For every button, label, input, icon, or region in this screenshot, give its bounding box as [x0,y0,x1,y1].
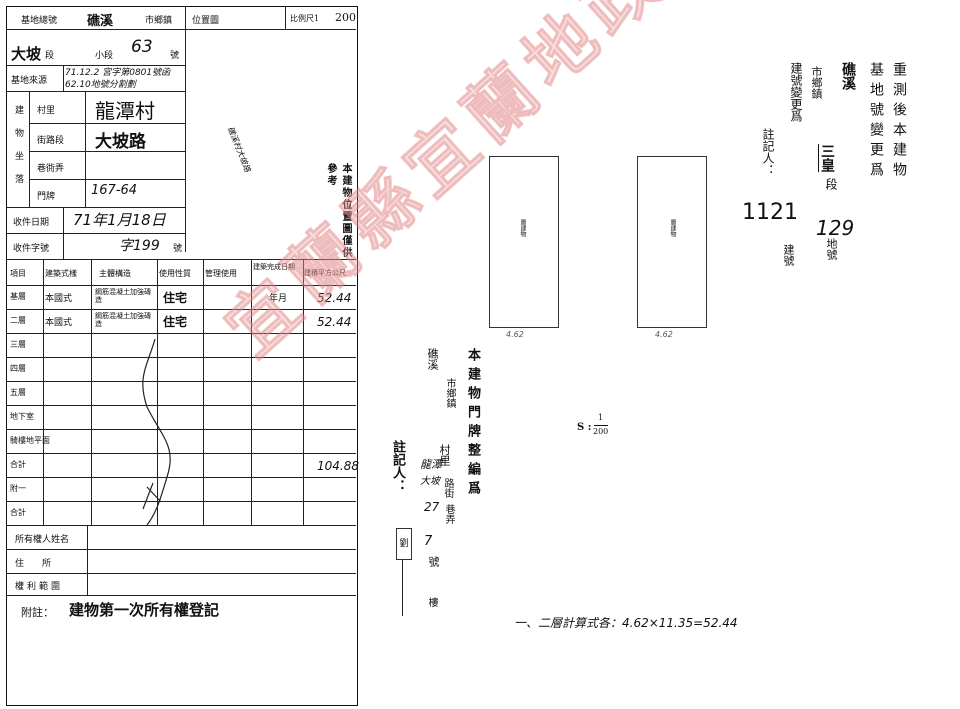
village-value: 龍潭村 [95,99,155,123]
location-map-sketch-note: 礁溪村大坡路 [225,125,253,174]
notice-parcel-suffix: 地號 [825,238,838,260]
row-label: 五層 [10,388,26,397]
section-suffix: 段 [45,51,55,61]
notice-town-suffix: 市鄉鎮 [810,66,823,99]
notice-top-col-2: 基地號變更爲 [868,62,884,182]
door-village-suffix: 村里 [438,444,451,466]
table-freehand-strokes [142,338,171,526]
location-map-reference-stamp: 本建物位置圖僅供參考 [325,163,351,259]
receipt-no-suffix: 號 [173,244,183,254]
row-structure: 鋼筋混凝土加強磚造 [95,288,151,304]
door-floor-suffix: 樓 [426,597,437,607]
receipt-date-label: 收件日期 [13,218,50,228]
row-style: 本國式 [45,294,73,304]
col-header-use: 使用性質 [159,269,191,278]
subsection-label: 小段 [95,51,114,61]
notice-town: 礁溪 [840,62,856,90]
base-no-label: 基地總號 [21,16,58,26]
door-annotator: 註記人： [390,440,405,492]
street-label: 街路段 [37,136,65,146]
door-village: 龍潭 [420,458,442,471]
notice-section: 三皇 [819,144,835,172]
door-value: 167-64 [91,183,138,198]
door-town-suffix: 市鄉鎮 [444,378,455,408]
building-outline-1-label: 層建物 [519,219,526,237]
row-label: 四層 [10,364,26,373]
row-label: 三層 [10,340,26,349]
door-annotator-stamp: 劉 [396,528,412,560]
street-value: 大坡路 [95,132,146,152]
rights-label: 權利範圍 [15,582,64,592]
row-date: 年月 [269,294,288,304]
town-name: 礁溪 [87,14,114,29]
area-calculation-note: 一、二層計算式各：4.62×11.35=52.44 [514,616,738,630]
section-number: 63 [131,37,153,57]
notice-build-label: 建號變更爲 [789,62,803,122]
town-label: 市鄉鎮 [145,16,173,26]
door-no: 7 [424,534,433,549]
owner-name-label: 所有權人姓名 [15,535,70,545]
section-name: 大坡 [11,45,42,63]
building-outline-1: 層建物 [489,156,559,328]
col-header-structure: 主體構造 [99,269,131,278]
row-area: 52.44 [317,315,352,329]
receipt-date-value: 71年1月18日 [73,211,166,229]
row-label: 騎樓地平面 [10,436,50,445]
scale-value: 200 [335,11,356,24]
col-header-item: 項目 [10,269,26,278]
door-notice-title: 本建物門牌整編爲 [465,348,480,500]
door-street-suffix: 路街 [442,478,453,498]
residence-label: 住所 [15,559,70,569]
base-source-note-2: 62.10地號分割劃 [65,80,136,90]
row-area: 52.44 [317,291,352,305]
col-header-area: 建積平方公尺 [304,269,346,277]
village-label: 村里 [37,106,56,116]
remarks-label: 附註： [21,606,54,619]
alley-label: 巷衖弄 [37,164,65,174]
col-header-management: 管理使用 [205,269,237,278]
base-source-label: 基地來源 [11,76,48,86]
notice-section-suffix: 段 [824,178,838,190]
drawing-scale-denominator: 200 [593,427,609,436]
door-alley: 27 [424,500,440,514]
notice-top-col-1: 重測後本建物 [891,62,907,182]
row-label: 附一 [10,484,26,493]
building-outline-2-label: 層建物 [669,219,676,237]
drawing-scale-numerator: 1 [598,413,604,422]
building-survey-form: 基地總號 礁溪 市鄉鎮 位置圖 比例尺1 200 大坡 段 小段 63 號 基地… [6,6,359,706]
remarks-value: 建物第一次所有權登記 [69,601,220,619]
row-area: 104.88 [317,459,359,473]
receipt-no-value: 字199 [119,238,160,254]
row-style: 本國式 [45,318,73,328]
door-town: 礁溪 [426,348,439,370]
row-structure: 鋼筋混凝土加強磚造 [95,312,151,328]
col-header-style: 建築式樣 [45,269,77,278]
section-number-suffix: 號 [170,51,180,61]
notice-annotator: 註記人： [761,128,775,176]
scale-label: 比例尺1 [290,14,320,23]
row-label: 地下室 [10,412,34,421]
row-label: 二層 [10,316,26,325]
dimension-2: 4.62 [655,330,673,339]
row-label: 合計 [10,460,26,469]
building-outline-2: 層建物 [637,156,707,328]
row-label: 合計 [10,508,26,517]
row-label: 基層 [10,292,26,301]
notice-build-no: 1121 [742,200,798,225]
receipt-no-label: 收件字號 [13,244,50,254]
building-location-side-label: 建物坐落 [13,105,23,197]
col-header-completion-date: 建築完成日期 [253,263,295,271]
door-street: 大坡 [420,476,440,487]
dimension-1: 4.62 [506,330,524,339]
door-alley-suffix: 巷弄 [443,504,454,524]
door-no-suffix: 號 [427,556,440,567]
drawing-scale-label: S : [577,422,592,433]
base-source-note-1: 71.12.2 宮字第0801號函 [65,68,171,78]
row-use: 住宅 [163,315,188,329]
notice-parcel: 129 [816,216,855,240]
location-map-label: 位置圖 [192,16,220,26]
notice-build-suffix: 建號 [782,244,795,266]
door-label: 門牌 [37,192,56,202]
row-use: 住宅 [163,291,188,305]
